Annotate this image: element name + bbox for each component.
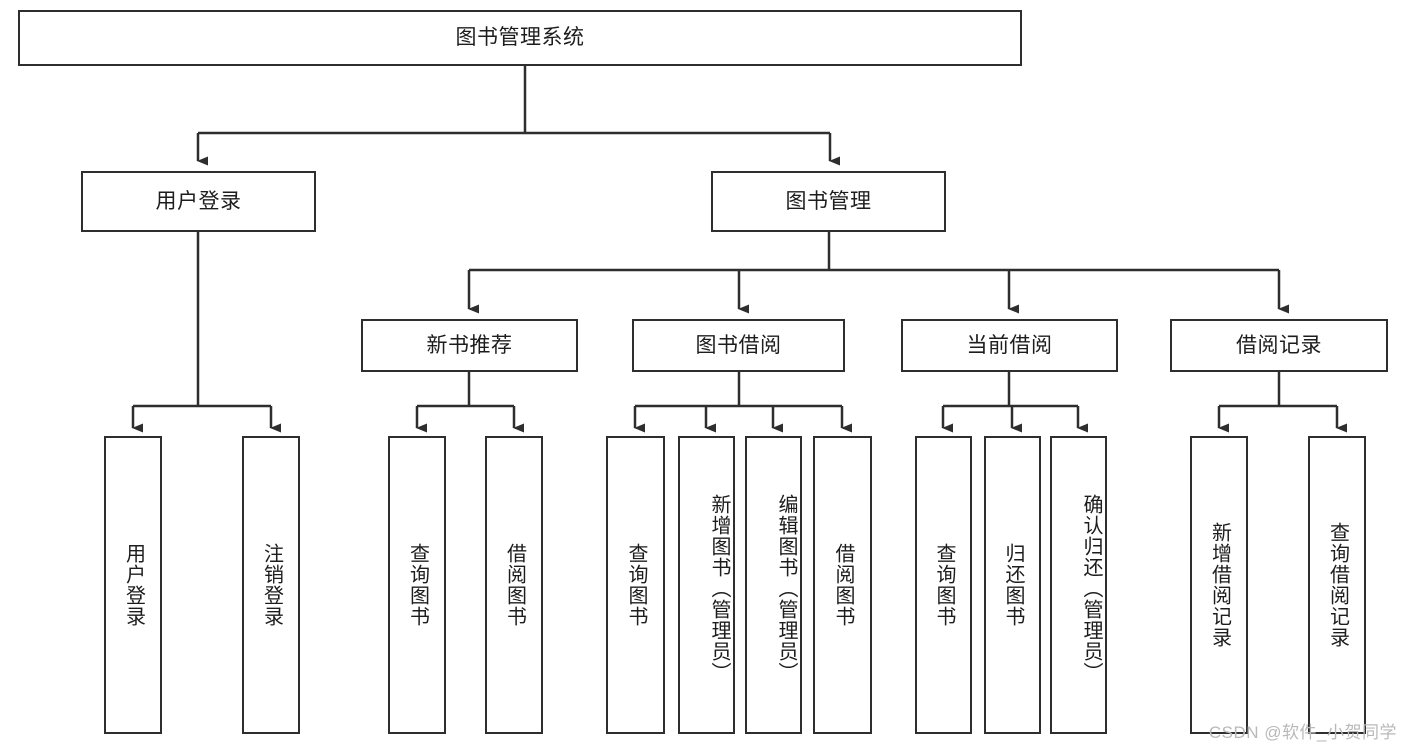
node-leaf-query-book-1-label: 查询图书 bbox=[406, 543, 429, 627]
node-user-login[interactable]: 用户登录 bbox=[81, 171, 316, 232]
node-leaf-edit-book-label: 编辑图书（管理员） bbox=[775, 493, 797, 683]
node-leaf-user-login-label: 用户登录 bbox=[122, 543, 145, 627]
node-book-manage[interactable]: 图书管理 bbox=[711, 171, 946, 232]
node-leaf-user-login[interactable]: 用户登录 bbox=[104, 436, 162, 734]
node-leaf-confirm-return[interactable]: 确认归还（管理员） bbox=[1050, 436, 1107, 734]
node-user-login-label: 用户登录 bbox=[155, 189, 242, 213]
node-leaf-return-book[interactable]: 归还图书 bbox=[984, 436, 1041, 734]
node-new-book-recommend-label: 新书推荐 bbox=[426, 333, 513, 357]
node-current-borrow-label: 当前借阅 bbox=[966, 333, 1053, 357]
node-leaf-query-record[interactable]: 查询借阅记录 bbox=[1308, 436, 1366, 734]
node-leaf-query-record-label: 查询借阅记录 bbox=[1326, 522, 1349, 648]
node-leaf-query-book-2-label: 查询图书 bbox=[625, 543, 647, 627]
node-leaf-logout[interactable]: 注销登录 bbox=[242, 436, 300, 734]
node-leaf-add-book-label: 新增图书（管理员） bbox=[708, 493, 730, 683]
connectors-book-manage bbox=[467, 232, 1289, 314]
node-leaf-query-book-2[interactable]: 查询图书 bbox=[606, 436, 665, 734]
node-root-label: 图书管理系统 bbox=[455, 26, 585, 50]
connectors-current-borrow bbox=[941, 372, 1088, 433]
node-leaf-edit-book[interactable]: 编辑图书（管理员） bbox=[745, 436, 802, 734]
node-book-borrow[interactable]: 图书借阅 bbox=[632, 319, 845, 372]
connectors-book-borrow bbox=[633, 372, 852, 433]
node-leaf-query-book-1[interactable]: 查询图书 bbox=[388, 436, 446, 734]
node-leaf-return-book-label: 归还图书 bbox=[1002, 543, 1024, 627]
node-borrow-record-label: 借阅记录 bbox=[1236, 333, 1322, 357]
node-root[interactable]: 图书管理系统 bbox=[18, 10, 1022, 66]
node-leaf-confirm-return-label: 确认归还（管理员） bbox=[1080, 493, 1102, 683]
node-leaf-add-record[interactable]: 新增借阅记录 bbox=[1190, 436, 1248, 734]
node-new-book-recommend[interactable]: 新书推荐 bbox=[361, 319, 578, 372]
node-book-borrow-label: 图书借阅 bbox=[695, 333, 782, 357]
node-current-borrow[interactable]: 当前借阅 bbox=[901, 319, 1118, 372]
node-leaf-query-book-3-label: 查询图书 bbox=[933, 543, 955, 627]
connectors-root bbox=[196, 66, 840, 166]
node-leaf-borrow-book-2-label: 借阅图书 bbox=[832, 543, 854, 627]
node-leaf-borrow-book-2[interactable]: 借阅图书 bbox=[813, 436, 872, 734]
node-leaf-add-book[interactable]: 新增图书（管理员） bbox=[678, 436, 735, 734]
node-leaf-logout-label: 注销登录 bbox=[260, 543, 283, 627]
connectors-user-login bbox=[131, 232, 281, 433]
node-book-manage-label: 图书管理 bbox=[785, 189, 872, 213]
connectors-borrow-record bbox=[1217, 372, 1347, 433]
node-leaf-borrow-book-1-label: 借阅图书 bbox=[503, 543, 526, 627]
node-leaf-borrow-book-1[interactable]: 借阅图书 bbox=[485, 436, 543, 734]
connectors-new-book-recommend bbox=[415, 372, 524, 433]
node-borrow-record[interactable]: 借阅记录 bbox=[1170, 319, 1388, 372]
node-leaf-add-record-label: 新增借阅记录 bbox=[1208, 522, 1231, 648]
node-leaf-query-book-3[interactable]: 查询图书 bbox=[915, 436, 972, 734]
